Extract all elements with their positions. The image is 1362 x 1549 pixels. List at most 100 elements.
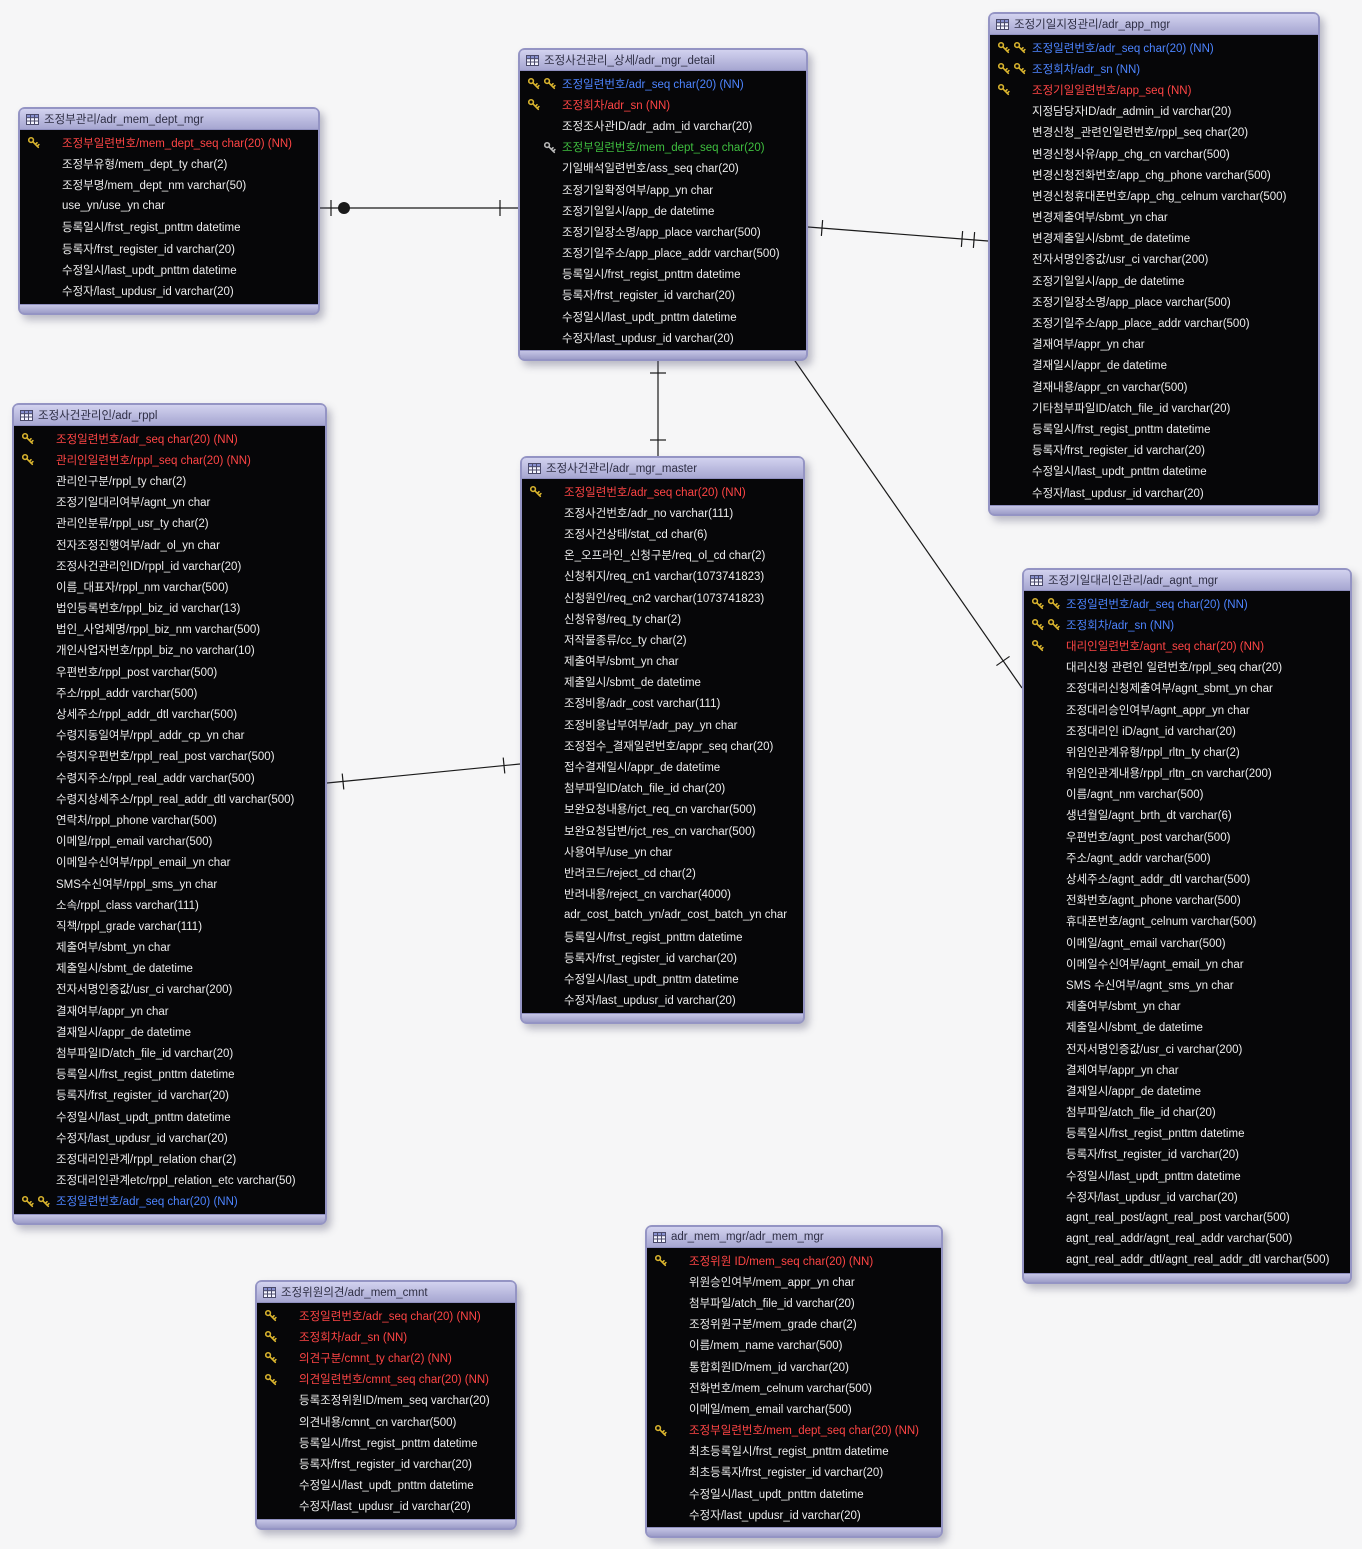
field-row[interactable]: 수정자/last_updusr_id varchar(20) — [20, 280, 318, 301]
field-row[interactable]: 수정일시/last_updt_pnttm datetime — [522, 968, 803, 989]
field-row[interactable]: 이메일수신여부/agnt_email_yn char — [1024, 953, 1350, 974]
field-row[interactable]: 전자서명인증값/usr_ci varchar(200) — [1024, 1038, 1350, 1059]
field-row[interactable]: 신청취지/req_cn1 varchar(1073741823) — [522, 566, 803, 587]
field-row[interactable]: 수정일시/last_updt_pnttm datetime — [520, 306, 806, 327]
field-row[interactable]: 수정일시/last_updt_pnttm datetime — [647, 1483, 941, 1504]
field-row[interactable]: 변경신청사유/app_chg_cn varchar(500) — [990, 143, 1318, 164]
field-row[interactable]: 등록일시/frst_regist_pnttm datetime — [522, 926, 803, 947]
field-row[interactable]: 이름/mem_name varchar(500) — [647, 1335, 941, 1356]
field-row[interactable]: 생년월일/agnt_brth_dt varchar(6) — [1024, 805, 1350, 826]
field-row[interactable]: 대리인일련번호/agnt_seq char(20) (NN) — [1024, 635, 1350, 656]
field-row[interactable]: 조정일련번호/adr_seq char(20) (NN) — [520, 73, 806, 94]
field-row[interactable]: agnt_real_addr_dtl/agnt_real_addr_dtl va… — [1024, 1250, 1350, 1271]
entity-header[interactable]: 조정기일대리인관리/adr_agnt_mgr — [1024, 570, 1350, 591]
field-row[interactable]: 최초등록자/frst_register_id varchar(20) — [647, 1462, 941, 1483]
field-row[interactable]: 결재내용/appr_cn varchar(500) — [990, 376, 1318, 397]
field-row[interactable]: 결재일시/appr_de datetime — [990, 355, 1318, 376]
field-row[interactable]: 법인_사업체명/rppl_biz_nm varchar(500) — [14, 619, 325, 640]
field-row[interactable]: use_yn/use_yn char — [20, 196, 318, 217]
field-row[interactable]: 수정자/last_updusr_id varchar(20) — [647, 1504, 941, 1525]
field-row[interactable]: 전자조정진행여부/adr_ol_yn char — [14, 534, 325, 555]
field-row[interactable]: 첨부파일ID/atch_file_id char(20) — [522, 778, 803, 799]
field-row[interactable]: 조정회차/adr_sn (NN) — [990, 58, 1318, 79]
field-row[interactable]: 조정일련번호/adr_seq char(20) (NN) — [257, 1305, 515, 1326]
field-row[interactable]: 등록일시/frst_regist_pnttm datetime — [520, 264, 806, 285]
field-row[interactable]: 변경제출여부/sbmt_yn char — [990, 207, 1318, 228]
field-row[interactable]: 수령지우편번호/rppl_real_post varchar(500) — [14, 746, 325, 767]
field-row[interactable]: 조정부일련번호/mem_dept_seq char(20) (NN) — [20, 132, 318, 153]
field-row[interactable]: 위원승인여부/mem_appr_yn char — [647, 1271, 941, 1292]
field-row[interactable]: agnt_real_addr/agnt_real_addr varchar(50… — [1024, 1229, 1350, 1250]
field-row[interactable]: 조정회차/adr_sn (NN) — [520, 94, 806, 115]
field-row[interactable]: 의견구분/cmnt_ty char(2) (NN) — [257, 1347, 515, 1368]
field-row[interactable]: 수정일시/last_updt_pnttm datetime — [990, 461, 1318, 482]
field-row[interactable]: 조정사건상태/stat_cd char(6) — [522, 523, 803, 544]
entity-header[interactable]: 조정사건관리_상세/adr_mgr_detail — [520, 50, 806, 71]
field-row[interactable]: 이메일/agnt_email varchar(500) — [1024, 932, 1350, 953]
field-row[interactable]: 주소/rppl_addr varchar(500) — [14, 682, 325, 703]
field-row[interactable]: 수정일시/last_updt_pnttm datetime — [257, 1475, 515, 1496]
field-row[interactable]: 결제여부/appr_yn char — [1024, 1059, 1350, 1080]
field-row[interactable]: 조정대리신청제출여부/agnt_sbmt_yn char — [1024, 678, 1350, 699]
field-row[interactable]: 첨부파일/atch_file_id char(20) — [1024, 1102, 1350, 1123]
field-row[interactable]: 저작물종류/cc_ty char(2) — [522, 629, 803, 650]
field-row[interactable]: 조정부유형/mem_dept_ty char(2) — [20, 153, 318, 174]
field-row[interactable]: 소속/rppl_class varchar(111) — [14, 894, 325, 915]
field-row[interactable]: 조정일련번호/adr_seq char(20) (NN) — [522, 481, 803, 502]
field-row[interactable]: 반려코드/reject_cd char(2) — [522, 862, 803, 883]
field-row[interactable]: 관리인일련번호/rppl_seq char(20) (NN) — [14, 449, 325, 470]
field-row[interactable]: 신청원인/req_cn2 varchar(1073741823) — [522, 587, 803, 608]
entity-header[interactable]: 조정부관리/adr_mem_dept_mgr — [20, 109, 318, 130]
field-row[interactable]: 우편번호/agnt_post varchar(500) — [1024, 826, 1350, 847]
field-row[interactable]: adr_cost_batch_yn/adr_cost_batch_yn char — [522, 905, 803, 926]
field-row[interactable]: 수령지상세주소/rppl_real_addr_dtl varchar(500) — [14, 788, 325, 809]
field-row[interactable]: 제출일시/sbmt_de datetime — [1024, 1017, 1350, 1038]
field-row[interactable]: 조정사건번호/adr_no varchar(111) — [522, 502, 803, 523]
field-row[interactable]: 결재일시/appr_de datetime — [14, 1021, 325, 1042]
field-row[interactable]: 제출여부/sbmt_yn char — [14, 937, 325, 958]
field-row[interactable]: 상세주소/agnt_addr_dtl varchar(500) — [1024, 868, 1350, 889]
field-row[interactable]: 온_오프라인_신청구분/req_ol_cd char(2) — [522, 545, 803, 566]
field-row[interactable]: 수정일시/last_updt_pnttm datetime — [1024, 1165, 1350, 1186]
field-row[interactable]: SMS수신여부/rppl_sms_yn char — [14, 873, 325, 894]
field-row[interactable]: 최초등록일시/frst_regist_pnttm datetime — [647, 1441, 941, 1462]
field-row[interactable]: 변경제출일시/sbmt_de datetime — [990, 228, 1318, 249]
field-row[interactable]: 조정회차/adr_sn (NN) — [1024, 614, 1350, 635]
field-row[interactable]: 등록자/frst_register_id varchar(20) — [20, 238, 318, 259]
field-row[interactable]: 전화번호/agnt_phone varchar(500) — [1024, 890, 1350, 911]
field-row[interactable]: 수정자/last_updusr_id varchar(20) — [14, 1127, 325, 1148]
field-row[interactable]: 조정대리인관계/rppl_relation char(2) — [14, 1148, 325, 1169]
field-row[interactable]: 제출일시/sbmt_de datetime — [522, 672, 803, 693]
field-row[interactable]: 의견일련번호/cmnt_seq char(20) (NN) — [257, 1369, 515, 1390]
field-row[interactable]: 관리인구분/rppl_ty char(2) — [14, 470, 325, 491]
field-row[interactable]: 반려내용/reject_cn varchar(4000) — [522, 884, 803, 905]
field-row[interactable]: 제출일시/sbmt_de datetime — [14, 958, 325, 979]
field-row[interactable]: agnt_real_post/agnt_real_post varchar(50… — [1024, 1207, 1350, 1228]
field-row[interactable]: 등록일시/frst_regist_pnttm datetime — [990, 418, 1318, 439]
field-row[interactable]: 첨부파일/atch_file_id varchar(20) — [647, 1292, 941, 1313]
field-row[interactable]: 조정일련번호/adr_seq char(20) (NN) — [14, 428, 325, 449]
field-row[interactable]: 결재여부/appr_yn char — [14, 1000, 325, 1021]
field-row[interactable]: 수정자/last_updusr_id varchar(20) — [1024, 1186, 1350, 1207]
field-row[interactable]: 수정자/last_updusr_id varchar(20) — [522, 990, 803, 1011]
field-row[interactable]: 수령지동일여부/rppl_addr_cp_yn char — [14, 725, 325, 746]
field-row[interactable]: 결재여부/appr_yn char — [990, 334, 1318, 355]
field-row[interactable]: 이메일/rppl_email varchar(500) — [14, 831, 325, 852]
field-row[interactable]: 전자서명인증값/usr_ci varchar(200) — [14, 979, 325, 1000]
field-row[interactable]: 등록자/frst_register_id varchar(20) — [1024, 1144, 1350, 1165]
field-row[interactable]: 등록자/frst_register_id varchar(20) — [990, 440, 1318, 461]
field-row[interactable]: 등록자/frst_register_id varchar(20) — [520, 285, 806, 306]
field-row[interactable]: 등록자/frst_register_id varchar(20) — [14, 1085, 325, 1106]
field-row[interactable]: 사용여부/use_yn char — [522, 841, 803, 862]
field-row[interactable]: 조정부일련번호/mem_dept_seq char(20) (NN) — [647, 1420, 941, 1441]
field-row[interactable]: 변경신청전화번호/app_chg_phone varchar(500) — [990, 164, 1318, 185]
relation-rppl-to-master[interactable] — [326, 757, 521, 790]
field-row[interactable]: 보완요청내용/rjct_req_cn varchar(500) — [522, 799, 803, 820]
field-row[interactable]: 주소/agnt_addr varchar(500) — [1024, 847, 1350, 868]
entity-header[interactable]: 조정사건관리/adr_mgr_master — [522, 458, 803, 479]
field-row[interactable]: 연락처/rppl_phone varchar(500) — [14, 809, 325, 830]
